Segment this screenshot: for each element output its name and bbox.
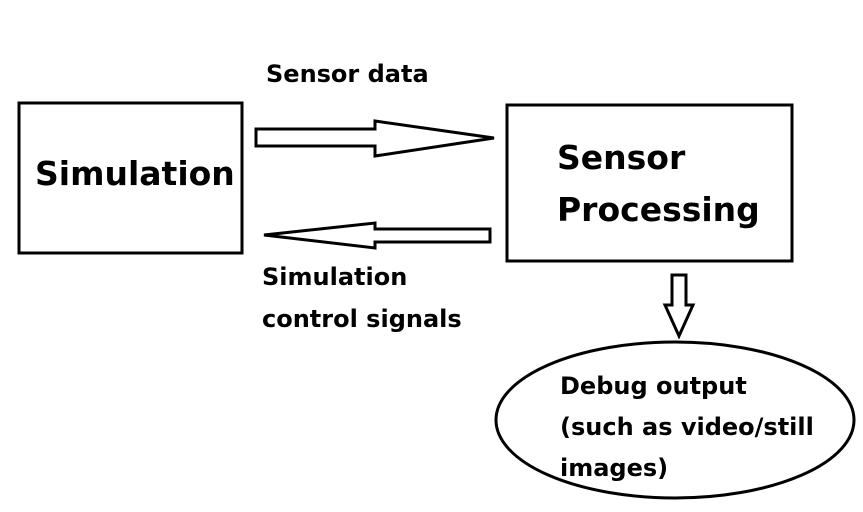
simulation-box [17,101,244,255]
debug-output-arrow [662,273,696,340]
sensor-data-arrow [254,119,495,158]
control-signals-label-line: Simulation [262,263,408,291]
debug-output-label: Debug output (such as video/still images… [560,366,814,489]
debug-output-ellipse [494,340,856,500]
control-signals-label-line: control signals [262,305,462,333]
simulation-label: Simulation [35,154,235,193]
sensor-processing-label-line: Processing [557,190,760,229]
debug-output-label-line: (such as video/still [560,413,814,441]
sensor-processing-label-line: Sensor [557,138,686,177]
sensor-data-label: Sensor data [266,60,429,88]
sensor-processing-box [505,103,794,263]
control-signals-label: Simulation control signals [262,256,462,340]
debug-output-label-line: Debug output [560,372,747,400]
sensor-processing-label: Sensor Processing [557,132,760,236]
control-signals-arrow [263,221,492,250]
debug-output-label-line: images) [560,454,669,482]
